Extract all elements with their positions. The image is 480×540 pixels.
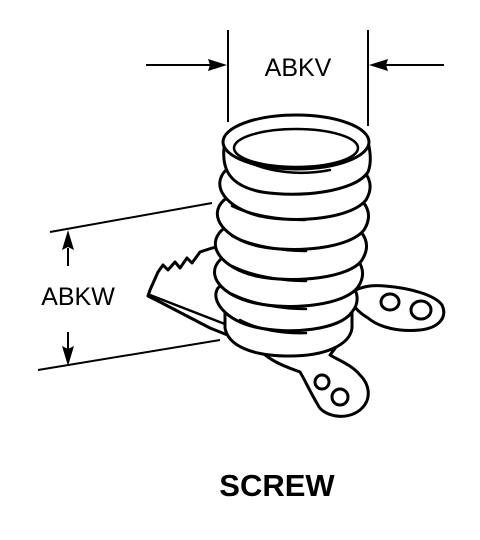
abkw-extension-top [49,202,213,233]
abkv-arrow-right-icon [369,59,388,71]
right-tab-hole-2 [409,299,433,321]
thread-shade-2 [230,234,308,253]
socket-rim-inner [232,127,360,169]
thread-shade-3 [230,264,308,283]
caption-title: SCREW [219,468,335,503]
thread-shade-1 [230,204,307,222]
right-tab-hole-1 [379,292,401,312]
socket-rim-shade [246,160,332,175]
abkw-dimension: ABKW [37,202,221,371]
screw-part [146,113,446,418]
abkv-arrow-left-icon [208,59,227,71]
thread-shade-5 [238,318,308,335]
lower-tab-hole-2 [330,387,350,407]
abkv-dimension: ABKV [146,30,444,126]
abkw-label: ABKW [41,283,115,311]
socket-rim-outer [221,113,371,171]
abkw-extension-bottom [37,339,221,371]
abkw-arrow-down-icon [62,346,74,366]
thread-shade-4 [230,292,308,311]
abkw-arrow-up-icon [62,230,74,250]
abkv-label: ABKV [265,54,332,82]
lower-tab-hole-1 [313,373,331,391]
